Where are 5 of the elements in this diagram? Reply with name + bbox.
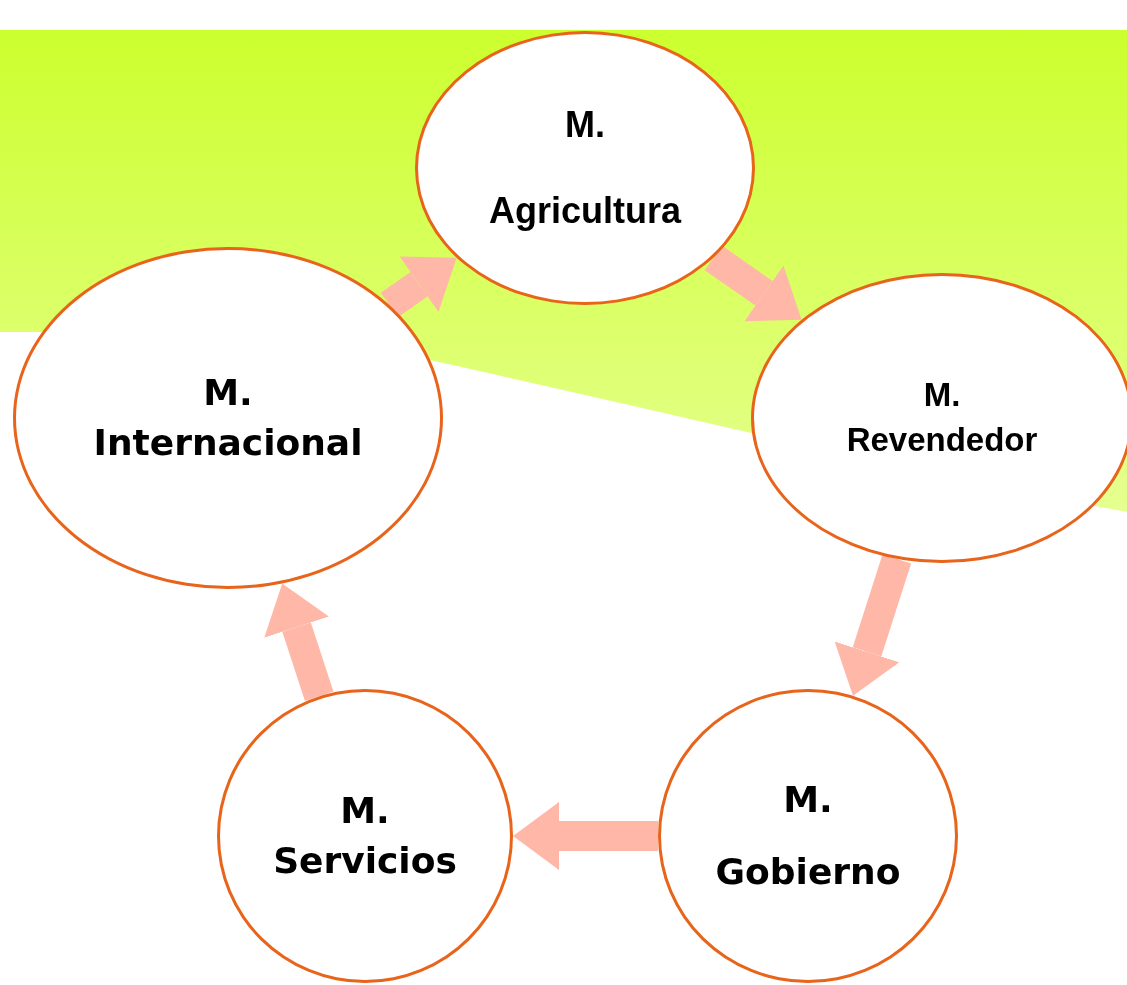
node-label: M. Gobierno [715,778,901,894]
node-label: M. Revendedor [846,375,1038,460]
node-label: M. Agricultura [489,102,681,233]
node-label: M. Servicios [273,788,457,883]
node-label: M. Internacional [93,370,363,465]
